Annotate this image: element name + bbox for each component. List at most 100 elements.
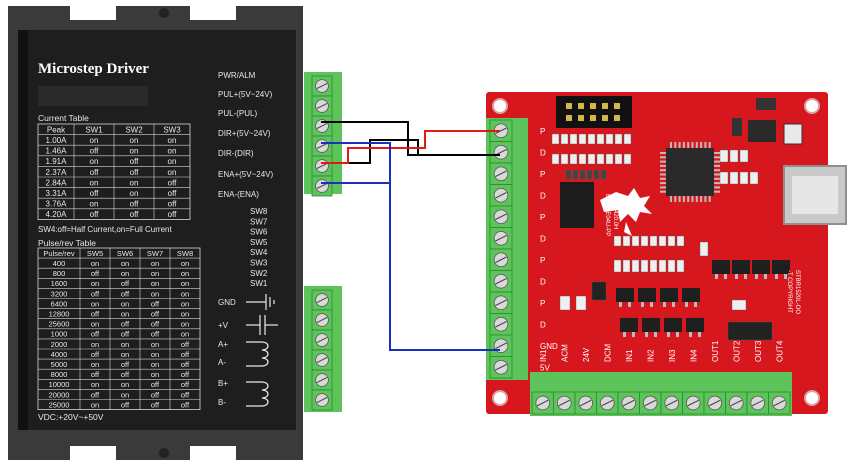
chip-pin [674, 196, 677, 202]
table-cell: off [91, 390, 100, 399]
header-pins [566, 103, 620, 121]
capacitor [783, 123, 803, 145]
table-cell: on [90, 157, 99, 166]
table-cell: on [130, 147, 139, 156]
table-cell: on [130, 136, 139, 145]
table-cell: 25600 [49, 320, 70, 329]
screw-slot [316, 356, 328, 364]
signal-label: ENA+(5V~24V) [218, 170, 273, 179]
smd-component [551, 153, 560, 165]
table-cell: on [90, 200, 99, 209]
transistor-leg [632, 332, 635, 337]
pin-label: ACM [561, 344, 570, 362]
transistor-leg [685, 302, 688, 307]
usb-port [792, 176, 838, 214]
transistor [664, 318, 682, 332]
smd-component [565, 169, 572, 180]
smd-component [622, 235, 631, 247]
mount-hole [804, 390, 820, 406]
chip-pin [708, 196, 711, 202]
sw4-note: SW4:off=Half Current,on=Full Current [38, 225, 172, 234]
transistor [732, 260, 750, 274]
table-cell: on [168, 147, 177, 156]
transistor-leg [784, 274, 787, 279]
pin-label: D [540, 235, 546, 244]
header-pin [566, 115, 572, 121]
table-cell: on [130, 189, 139, 198]
table-cell: off [91, 350, 100, 359]
signal-label: PUL-(PUL) [218, 109, 257, 118]
table-cell: 10000 [49, 380, 70, 389]
table-header-cell: Peak [47, 125, 66, 134]
table-cell: off [151, 310, 160, 319]
pin-label: OUT2 [733, 340, 742, 362]
capacitor [756, 98, 776, 110]
table-cell: on [121, 259, 129, 268]
chip-pin [714, 164, 720, 167]
table-cell: off [151, 330, 160, 339]
screw-slot [495, 342, 507, 349]
table-cell: on [91, 360, 99, 369]
transistor [752, 260, 770, 274]
transistor-leg [744, 274, 747, 279]
table-cell: on [181, 279, 189, 288]
board-pcb [486, 92, 828, 414]
table-cell: on [121, 380, 129, 389]
screw-slot [773, 399, 785, 407]
screw-slot [316, 376, 328, 384]
pin-label: D [540, 149, 546, 158]
table-cell: 800 [53, 269, 66, 278]
table-cell: off [90, 210, 100, 219]
transistor [772, 260, 790, 274]
table-cell: off [91, 330, 100, 339]
table-cell: on [151, 350, 159, 359]
transistor-leg [775, 274, 778, 279]
screw-slot [558, 399, 570, 407]
header-pin [578, 115, 584, 121]
table-cell: off [130, 168, 140, 177]
bottom-terminal-strip [530, 372, 792, 416]
table-cell: off [151, 400, 160, 409]
smd-component [631, 259, 640, 273]
pin-label: OUT1 [711, 340, 720, 362]
smd-component [739, 171, 749, 185]
smd-component [729, 171, 739, 185]
table-cell: off [90, 147, 100, 156]
table-header-cell: SW3 [163, 125, 181, 134]
smd-component [586, 169, 593, 180]
driver-title: Microstep Driver [38, 61, 149, 77]
table-header-cell: SW1 [85, 125, 103, 134]
table-cell: on [90, 178, 99, 187]
smd-component [731, 299, 747, 311]
screw-slot [495, 364, 507, 371]
chip-pin [691, 196, 694, 202]
transistor [712, 260, 730, 274]
pin-label: GND [540, 342, 558, 351]
table-cell: on [121, 390, 129, 399]
screw-slot [316, 122, 328, 130]
header-pin [614, 115, 620, 121]
table-cell: on [168, 157, 177, 166]
switch-label: SW3 [250, 259, 268, 268]
smd-component [600, 169, 607, 180]
power-labels: GND+VA+A-B+B- [218, 298, 236, 407]
screw-slot [495, 321, 507, 328]
table-cell: on [181, 269, 189, 278]
screw-slot [316, 296, 328, 304]
screw-slot [601, 399, 613, 407]
mount-slot [70, 446, 116, 460]
switch-label: SW4 [250, 248, 268, 257]
mcu-chip [666, 148, 714, 196]
smd-component [572, 169, 579, 180]
smd-component [559, 295, 571, 311]
smd-component [699, 241, 709, 257]
screw-slot [537, 399, 549, 407]
screw-slot [623, 399, 635, 407]
table-cell: on [121, 310, 129, 319]
power-terminal-block [304, 286, 342, 412]
smd-component [587, 133, 596, 145]
chip-pin [714, 169, 720, 172]
current-table-caption: Current Table [38, 113, 89, 123]
